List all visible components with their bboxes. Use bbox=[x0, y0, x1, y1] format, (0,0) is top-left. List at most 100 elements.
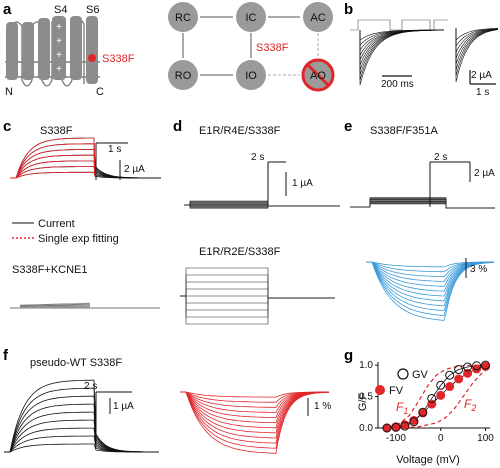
scale-c-current: 2 µA bbox=[124, 164, 145, 175]
voltage-protocol bbox=[350, 19, 448, 31]
point-fv bbox=[382, 423, 392, 433]
trace-d2 bbox=[180, 288, 335, 299]
helix-s6 bbox=[86, 16, 98, 84]
scale-d-current: 1 µA bbox=[292, 178, 313, 189]
panel-f-title: pseudo-WT S338F bbox=[30, 357, 122, 369]
fit-c bbox=[10, 143, 96, 179]
panel-d-label: d bbox=[173, 118, 182, 135]
panel-c-title2: S338F+KCNE1 bbox=[12, 264, 88, 276]
helix-s2 bbox=[22, 22, 34, 80]
state-ac: AC bbox=[310, 12, 325, 24]
panel-e-label: e bbox=[344, 118, 352, 135]
legend-gv: GV bbox=[412, 369, 429, 381]
trace-c2 bbox=[19, 302, 91, 306]
point-gv bbox=[409, 417, 419, 427]
series-f2 bbox=[382, 370, 486, 429]
scale-e-fluorescence: 3 % bbox=[470, 264, 487, 275]
point-gv bbox=[472, 361, 482, 371]
helix-s3 bbox=[38, 18, 50, 80]
scale-b-time2: 1 s bbox=[476, 87, 489, 98]
y-tick-label: 0.0 bbox=[359, 423, 373, 434]
state-arrows bbox=[182, 16, 319, 76]
trace-d2 bbox=[180, 295, 335, 318]
fit-c bbox=[10, 149, 96, 179]
trace-d2 bbox=[180, 281, 335, 299]
blocked-icon bbox=[301, 58, 335, 92]
state-node bbox=[168, 60, 198, 90]
trace-d2 bbox=[180, 267, 335, 299]
panel-c-label: c bbox=[3, 118, 11, 135]
trace-b1 bbox=[359, 29, 445, 81]
scale-b-current: 2 µA bbox=[471, 70, 492, 81]
charge-icon: + bbox=[56, 22, 62, 33]
point-gv bbox=[481, 360, 491, 370]
fluor-f bbox=[180, 391, 330, 454]
legend-current: Current bbox=[38, 218, 75, 230]
point-gv bbox=[382, 423, 392, 433]
label-mutation: S338F bbox=[102, 53, 135, 65]
label-f2: F2 bbox=[464, 397, 476, 413]
point-fv bbox=[418, 408, 428, 418]
trace-d1 bbox=[184, 204, 340, 209]
scale-f-time: 2 s bbox=[84, 381, 97, 392]
panel-b-label: b bbox=[344, 1, 353, 18]
trace-layer bbox=[4, 19, 499, 454]
point-gv bbox=[400, 421, 410, 431]
panel-a-label: a bbox=[3, 1, 12, 18]
fit-c bbox=[10, 166, 96, 179]
trace-b2 bbox=[455, 28, 499, 77]
state-mutation-label: S338F bbox=[256, 42, 289, 54]
x-tick-label: 0 bbox=[438, 433, 444, 444]
trace-b2 bbox=[455, 28, 499, 41]
trace-e bbox=[350, 203, 495, 209]
mutation-dot-icon bbox=[88, 54, 96, 62]
point-fv bbox=[454, 374, 464, 384]
trace-b2 bbox=[455, 28, 499, 59]
scale-b-time: 200 ms bbox=[381, 79, 414, 90]
scale-e-current: 2 µA bbox=[474, 168, 495, 179]
trace-b2 bbox=[455, 28, 499, 54]
state-io: IO bbox=[245, 70, 257, 82]
point-gv bbox=[427, 393, 437, 403]
state-ao: AO bbox=[310, 70, 326, 82]
point-fv bbox=[463, 368, 473, 378]
fluor-e bbox=[366, 261, 495, 321]
channel-topology: + + + + bbox=[5, 16, 100, 87]
state-node bbox=[168, 2, 198, 32]
charge-icon: + bbox=[56, 36, 62, 47]
scale-c-time: 1 s bbox=[108, 144, 121, 155]
y-axis-label: G/F bbox=[357, 393, 369, 412]
channel-loops bbox=[11, 17, 85, 87]
point-gv bbox=[463, 362, 473, 372]
point-gv bbox=[454, 365, 464, 375]
trace-d2 bbox=[180, 295, 335, 325]
trace-d2 bbox=[180, 295, 335, 304]
legend-fit: Single exp fitting bbox=[38, 233, 119, 245]
trace-b1 bbox=[359, 29, 444, 66]
y-tick-label: 1.0 bbox=[359, 360, 373, 371]
legend-gv-marker bbox=[397, 368, 409, 380]
trace-c2 bbox=[19, 305, 91, 307]
trace-b1 bbox=[359, 29, 445, 86]
panel-f-label: f bbox=[3, 347, 9, 364]
trace-c2 bbox=[19, 303, 91, 306]
point-gv bbox=[445, 370, 455, 380]
helix-s5 bbox=[70, 16, 82, 80]
trace-d2 bbox=[180, 274, 335, 299]
trace-b2 bbox=[455, 28, 499, 71]
panel-c-title: S338F bbox=[40, 125, 73, 137]
fit-c bbox=[10, 137, 96, 179]
point-fv bbox=[445, 382, 455, 392]
fit-c bbox=[10, 154, 96, 179]
helix-s4 bbox=[52, 16, 66, 80]
trace-f bbox=[4, 443, 159, 453]
scale-d-time: 2 s bbox=[251, 152, 264, 163]
label-f1: F1 bbox=[396, 400, 408, 416]
trace-f bbox=[4, 427, 159, 453]
point-fv bbox=[436, 390, 446, 400]
trace-e bbox=[350, 200, 495, 209]
trace-b2 bbox=[455, 28, 499, 83]
point-fv bbox=[472, 364, 482, 374]
